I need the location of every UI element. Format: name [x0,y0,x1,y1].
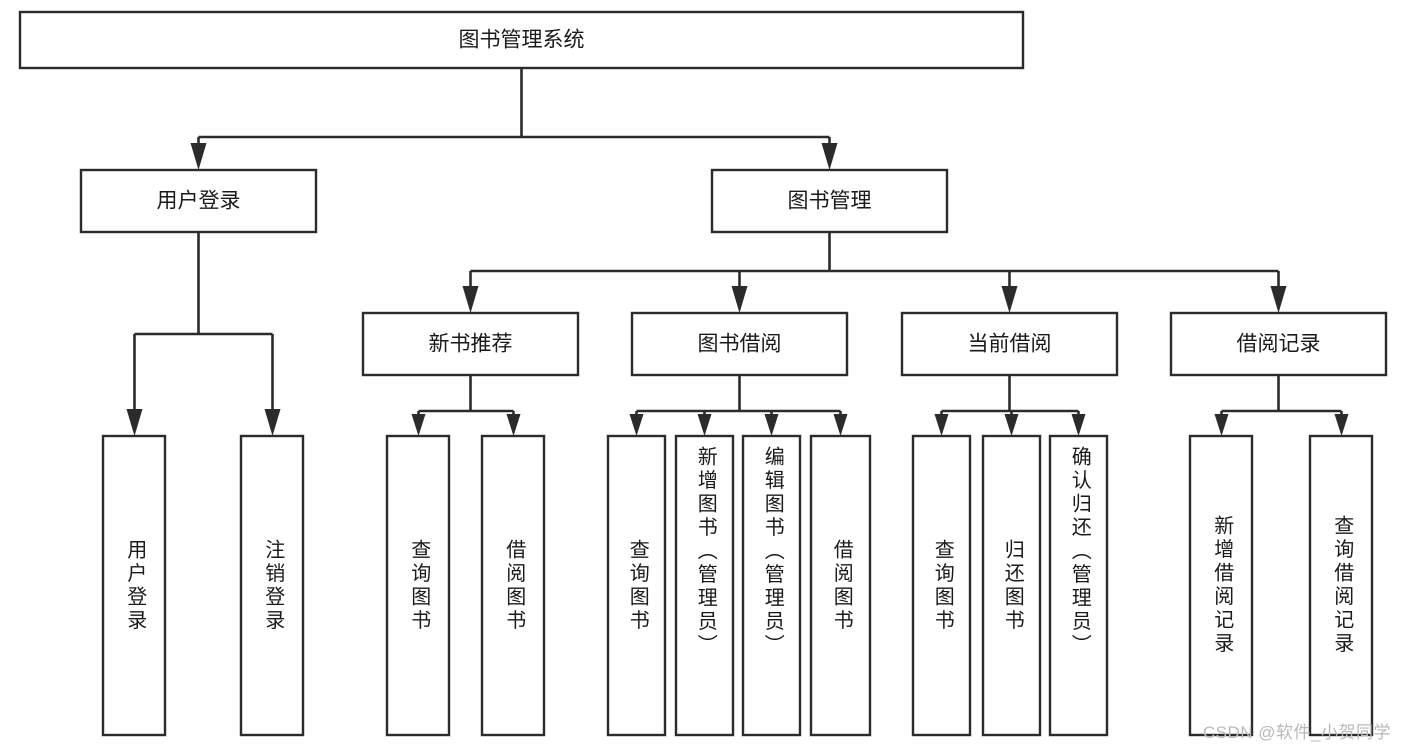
node-borrow-record-label: 借阅记录 [1237,333,1321,356]
arrow-head-leaf-borrow-book-1 [506,414,521,436]
arrow-head-leaf-add-book [697,414,712,436]
arrow-head-leaf-confirm-return [1071,414,1086,436]
node-borrow-record[interactable]: 借阅记录 [1169,311,1388,377]
leaf-box-borrow-book-1[interactable] [480,434,546,737]
node-book-management-box [710,168,949,234]
arrow-head-leaf-borrow-book-2 [833,414,848,436]
leaf-box-return-book[interactable] [981,434,1042,737]
node-new-book-recommend-box [361,311,580,377]
arrow-head-leaf-query-book-3 [934,414,949,436]
edges-userlogin-to-leaves [126,232,281,436]
node-book-borrow-label: 图书借阅 [698,333,782,356]
arrow-head-borrow-record [1270,286,1287,313]
node-book-management[interactable]: 图书管理 [710,168,949,234]
leaf-box-query-record[interactable] [1308,434,1374,737]
leaf-boxes [101,434,1374,737]
arrow-head-leaf-query-record [1334,414,1349,436]
edges-root-to-level2 [190,68,838,170]
arrow-head-user-login [190,143,207,170]
arrow-head-leaf-query-book-1 [411,414,426,436]
node-new-book-recommend[interactable]: 新书推荐 [361,311,580,377]
leaf-box-borrow-book-2[interactable] [809,434,872,737]
node-book-management-label: 图书管理 [788,190,872,213]
node-current-borrow-box [900,311,1119,377]
arrow-head-new-book-rec [462,286,479,313]
node-borrow-record-box [1169,311,1388,377]
node-root-system[interactable]: 图书管理系统 [18,10,1025,70]
leaf-box-query-book-1[interactable] [385,434,451,737]
node-book-borrow[interactable]: 图书借阅 [630,311,849,377]
edges-bookborrow-to-leaves [629,375,848,436]
node-user-login-label: 用户登录 [157,190,241,213]
edges-bookmgmt-to-level3 [462,232,1287,313]
node-book-borrow-box [630,311,849,377]
leaf-box-query-book-3[interactable] [911,434,972,737]
leaf-box-add-record[interactable] [1188,434,1254,737]
leaf-box-query-book-2[interactable] [606,434,667,737]
leaf-box-add-book[interactable] [674,434,735,737]
leaf-box-edit-book[interactable] [741,434,802,737]
arrow-head-leaf-add-record [1214,414,1229,436]
node-new-book-recommend-label: 新书推荐 [429,333,513,356]
edges-newbookrec-to-leaves [411,375,521,436]
arrow-head-leaf-user-login [126,409,143,436]
leaf-box-user-login[interactable] [101,434,167,737]
node-user-login-box [79,168,318,234]
arrow-head-leaf-edit-book [764,414,779,436]
node-user-login[interactable]: 用户登录 [79,168,318,234]
edges-borrowrecord-to-leaves [1214,375,1349,436]
node-current-borrow[interactable]: 当前借阅 [900,311,1119,377]
node-current-borrow-label: 当前借阅 [968,333,1052,356]
arrow-head-current-borrow [1001,286,1018,313]
arrow-head-leaf-logout [264,409,281,436]
arrow-head-leaf-query-book-2 [629,414,644,436]
leaf-box-logout[interactable] [239,434,305,737]
arrow-head-leaf-return-book [1004,414,1019,436]
edges-currentborrow-to-leaves [934,375,1086,436]
csdn-watermark: CSDN @软件_小贺同学 [1202,723,1391,742]
arrow-head-book-borrow [731,286,748,313]
leaf-box-confirm-return[interactable] [1048,434,1109,737]
node-root-system-box [18,10,1025,70]
node-root-system-label: 图书管理系统 [459,29,585,52]
arrow-head-book-mgmt [821,143,838,170]
